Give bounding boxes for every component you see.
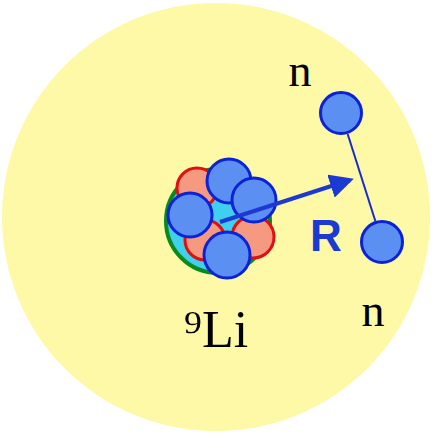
neutron-sphere [204, 232, 250, 278]
nucleons [168, 159, 276, 278]
neutron-circle: n [360, 220, 404, 264]
neutron-label: n [362, 288, 385, 334]
core-nucleus: ⁹Li [166, 169, 270, 273]
halo-region [2, 3, 430, 431]
neutron-label: n [289, 48, 312, 94]
core-label: ⁹Li [184, 304, 248, 356]
vector-label: R [310, 214, 342, 258]
neutron-sphere [168, 193, 212, 237]
neutron-circle: n [319, 91, 363, 135]
pair-connector [348, 134, 376, 221]
